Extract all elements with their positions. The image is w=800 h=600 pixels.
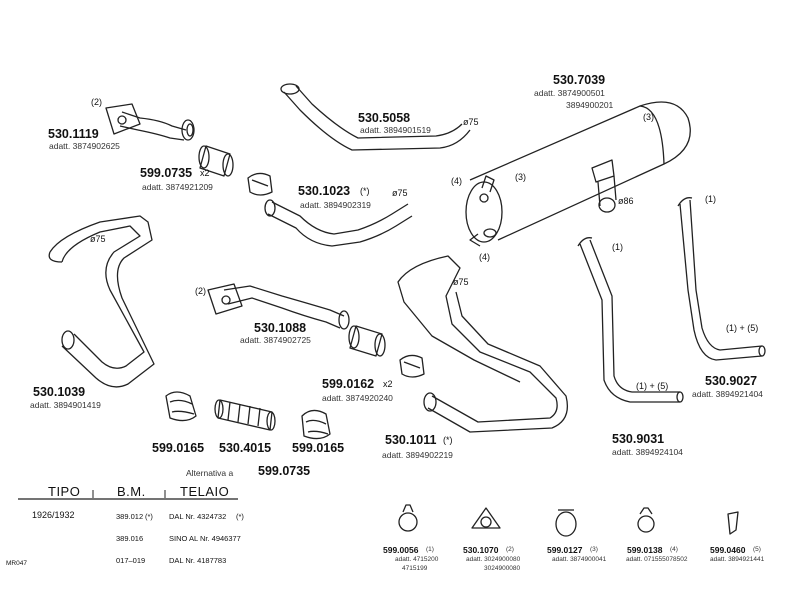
part-code-599-0735: 599.0735 <box>140 166 193 180</box>
mark-label: (3) <box>515 172 526 182</box>
adatt-530-7039: adatt. 3874900501 <box>534 88 605 98</box>
mark-label: (3) <box>643 112 654 122</box>
fitting-code-1: 599.0056 <box>383 545 419 555</box>
fitting-num-4: (4) <box>670 546 678 553</box>
table-cell-star: (*) <box>236 512 244 521</box>
star-label: (*) <box>443 435 453 445</box>
part-code-530-4015: 530.4015 <box>219 441 272 455</box>
fitting-icon-5 <box>727 511 739 535</box>
adatt-530-5058: adatt. 3894901519 <box>360 125 431 135</box>
table-cell-tipo: 1926/1932 <box>32 510 75 520</box>
fitting-num-1: (1) <box>426 546 434 553</box>
qty-label: (2) <box>91 97 102 107</box>
mark-label: (4) <box>451 176 462 186</box>
part-code-530-9031: 530.9031 <box>612 432 665 446</box>
mark-label: (1) <box>612 242 623 252</box>
fitting-adatt2-1: 4715199 <box>402 565 428 572</box>
pipe-530-1039 <box>48 215 155 388</box>
table-cell-telaio: DAL Nr. 4324732 <box>169 512 227 521</box>
table-header-tipo: TIPO <box>48 484 81 499</box>
adatt-530-1088: adatt. 3874902725 <box>240 335 311 345</box>
fitting-code-4: 599.0138 <box>627 545 663 555</box>
table-header-bm: B.M. <box>117 484 146 499</box>
diameter-label: ø75 <box>392 188 408 198</box>
sleeve-599-0735 <box>198 145 234 177</box>
table-cell-telaio: SINO AL Nr. 4946377 <box>169 534 241 543</box>
part-code-599-0162: 599.0162 <box>322 377 375 391</box>
table-cell-telaio: DAL Nr. 4187783 <box>169 556 227 565</box>
table-cell-bm: 389.012 <box>116 512 144 521</box>
part-code-530-9027: 530.9027 <box>705 374 758 388</box>
pipe-530-1011 <box>397 255 569 433</box>
part-code-530-1088: 530.1088 <box>254 321 307 335</box>
mult-label: x2 <box>200 168 210 178</box>
fitting-num-5: (5) <box>753 546 761 553</box>
mark-label: (4) <box>479 252 490 262</box>
pipe-530-9027 <box>677 197 766 361</box>
part-code-599-0165-left: 599.0165 <box>152 441 205 455</box>
diameter-label: ø75 <box>90 234 106 244</box>
sleeve-599-0162 <box>348 325 386 357</box>
fitting-icon-1 <box>398 504 418 532</box>
fitting-adatt-2: adatt. 3024900080 <box>466 556 521 563</box>
pipe-530-9031 <box>577 237 684 403</box>
fitting-code-3: 599.0127 <box>547 545 583 555</box>
mark-label: (1) <box>705 194 716 204</box>
silencer-530-7039 <box>465 101 691 247</box>
diameter-label: ø75 <box>453 277 469 287</box>
table-header-telaio: TELAIO <box>180 484 230 499</box>
adatt-530-9027: adatt. 3894921404 <box>692 389 763 399</box>
pipe-530-1088 <box>207 283 350 330</box>
part-code-530-5058: 530.5058 <box>358 111 411 125</box>
fitting-num-2: (2) <box>506 546 514 553</box>
footer-code: MR047 <box>6 560 27 567</box>
mult-label: x2 <box>383 379 393 389</box>
fitting-num-3: (3) <box>590 546 598 553</box>
fitting-adatt2-2: 3024900080 <box>484 565 521 572</box>
fitting-adatt-5: adatt. 3894921441 <box>710 556 765 563</box>
adatt-530-1119: adatt. 3874902625 <box>49 141 120 151</box>
adatt-530-1039: adatt. 3894901419 <box>30 400 101 410</box>
table-cell-bm: 017–019 <box>116 556 146 565</box>
star-label: (*) <box>360 186 370 196</box>
mark-label: (1) + (5) <box>726 323 759 333</box>
clamp-599-0165-right <box>301 409 331 440</box>
flex-pipe-530-4015 <box>214 399 276 431</box>
fitting-icon-3 <box>555 509 577 537</box>
fitting-icon-4 <box>637 507 655 533</box>
qty-label: (2) <box>195 286 206 296</box>
pipe-530-5058 <box>280 83 471 151</box>
fitting-icon-2 <box>471 507 501 529</box>
pipe-530-1023 <box>264 199 413 247</box>
fitting-adatt-1: adatt. 4715200 <box>395 556 439 563</box>
clamp-small-2 <box>399 354 425 378</box>
table-cell-star: (*) <box>145 512 153 521</box>
part-code-530-7039: 530.7039 <box>553 73 606 87</box>
pipe-530-1119 <box>105 103 195 141</box>
part-code-530-1011: 530.1011 <box>385 433 437 447</box>
part-code-530-1023: 530.1023 <box>298 184 351 198</box>
adatt-599-0162: adatt. 3874920240 <box>322 393 393 403</box>
clamp-small-1 <box>247 172 273 196</box>
fitting-adatt-3: adatt. 3874900041 <box>552 556 607 563</box>
fitting-code-2: 530.1070 <box>463 545 499 555</box>
adatt-530-1011: adatt. 3894902219 <box>382 450 453 460</box>
fitting-code-5: 599.0460 <box>710 545 746 555</box>
table-cell-bm: 389.016 <box>116 534 144 543</box>
adatt-599-0735: adatt. 3874921209 <box>142 182 213 192</box>
mark-label: (1) + (5) <box>636 381 669 391</box>
diameter-label: ø86 <box>618 196 634 206</box>
part-code-530-1119: 530.1119 <box>48 127 99 141</box>
adatt-530-1023: adatt. 3894902319 <box>300 200 371 210</box>
adatt-530-9031: adatt. 3894924104 <box>612 447 683 457</box>
clamp-599-0165-left <box>165 391 197 422</box>
adatt-530-7039-2: 3894900201 <box>566 100 614 110</box>
diameter-label: ø75 <box>463 117 479 127</box>
part-code-530-1039: 530.1039 <box>33 385 86 399</box>
part-code-599-0165-right: 599.0165 <box>292 441 345 455</box>
alternative-code: 599.0735 <box>258 464 311 478</box>
fitting-adatt-4: adatt. 071555078502 <box>626 556 688 563</box>
alternative-label: Alternativa a <box>186 468 234 478</box>
